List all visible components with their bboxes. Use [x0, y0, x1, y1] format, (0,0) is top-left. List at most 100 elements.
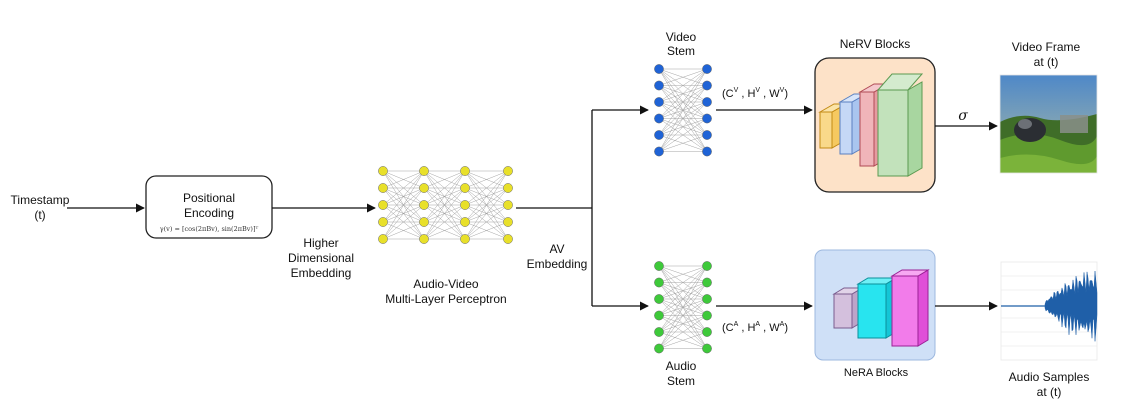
video-dims-label: (CV , HV , WV) [722, 87, 788, 100]
mlp-node [460, 217, 470, 227]
mlp-node [378, 200, 388, 210]
network-edge [658, 331, 708, 349]
network-edge [658, 265, 708, 316]
mlp-node [503, 200, 513, 210]
mlp-label: Audio-Video [413, 277, 478, 291]
higher-embedding-label-3: Embedding [291, 266, 352, 280]
sigma-label: σ [958, 108, 968, 124]
video-stem-node [654, 80, 664, 91]
mlp-node [460, 166, 470, 176]
mlp-node [419, 234, 429, 244]
network-edge [658, 118, 708, 152]
network-edge [658, 265, 708, 333]
positional-encoding-title: Positional [183, 191, 235, 205]
nera-blocks-label: NeRA Blocks [844, 367, 909, 379]
network-edge [423, 170, 466, 240]
mlp-label-2: Multi-Layer Perceptron [385, 292, 506, 306]
mlp-node [419, 217, 429, 227]
network-edge [423, 187, 466, 240]
timestamp-sub-label: (t) [34, 208, 45, 222]
mlp-node [503, 234, 513, 244]
audio-stem-node [702, 294, 712, 304]
video-frame-label-2: at (t) [1034, 55, 1059, 69]
audio-stem-node [702, 310, 712, 321]
audio-stem-node [654, 343, 664, 354]
network-edge [464, 170, 509, 223]
av-embedding-label-2: Embedding [527, 257, 588, 271]
audio-stem-label: Audio [666, 359, 697, 373]
mlp-node [460, 234, 470, 244]
audio-stem-node [654, 310, 664, 321]
network-edge [658, 101, 708, 152]
mlp-node [419, 166, 429, 176]
mlp-node [378, 183, 388, 193]
positional-encoding-title-2: Encoding [184, 206, 234, 220]
positional-encoding-formula: γ(v) = [cos(2πBv), sin(2πBv)]ᵀ [160, 225, 259, 233]
video-stem-label: Video [666, 30, 697, 44]
higher-embedding-label: Higher [303, 236, 338, 250]
mlp-node [378, 234, 388, 244]
audio-stem-node [654, 261, 664, 271]
network-edge [423, 170, 466, 206]
network-edge [464, 204, 509, 240]
video-stem-node [702, 64, 712, 74]
audio-stem-node [702, 277, 712, 288]
audio-stem-node [702, 261, 712, 271]
positional-encoding-box [145, 175, 273, 239]
network-edge [658, 265, 708, 283]
network-edge [423, 170, 466, 189]
video-stem-node [654, 113, 664, 124]
network-edge [423, 204, 466, 240]
network-edge [658, 68, 708, 103]
mlp-node [419, 183, 429, 193]
network-edge [658, 68, 708, 152]
audio-stem-node [654, 294, 664, 304]
audio-stem-label-2: Stem [667, 374, 695, 388]
audio-stem-node [654, 277, 664, 288]
audio-stem-node [702, 327, 712, 337]
audio-samples-label: Audio Samples [1009, 370, 1090, 384]
video-stem-label-2: Stem [667, 44, 695, 58]
network-edge [382, 204, 425, 240]
video-stem-node [654, 146, 664, 157]
network-edge [658, 85, 708, 152]
nera-block-3 [890, 269, 930, 347]
mlp-network [378, 166, 513, 244]
network-edge [382, 170, 425, 223]
video-stem-node [702, 113, 712, 124]
network-edge [464, 170, 509, 189]
video-stem-node [702, 146, 712, 157]
video-stem-node [702, 80, 712, 91]
video-stem-node [654, 97, 664, 107]
network-edge [464, 170, 509, 206]
mlp-node [460, 200, 470, 210]
network-edge [382, 221, 425, 240]
video-frame-image [999, 74, 1098, 174]
audio-waveform [1000, 261, 1098, 361]
video-stem-node [654, 130, 664, 140]
nerv-blocks-label: NeRV Blocks [840, 37, 910, 51]
network-edge [464, 187, 509, 240]
network-edge [658, 265, 708, 349]
mlp-node [419, 200, 429, 210]
higher-embedding-label-2: Dimensional [288, 251, 354, 265]
network-edge [658, 68, 708, 119]
network-edge [382, 187, 425, 240]
video-stem-node [702, 97, 712, 107]
network-edge [658, 68, 708, 86]
network-edge [382, 170, 425, 240]
mlp-node [503, 166, 513, 176]
network-edge [423, 221, 466, 240]
video-stem-node [702, 130, 712, 140]
video-frame-label: Video Frame [1012, 40, 1081, 54]
timestamp-label: Timestamp [11, 193, 70, 207]
audio-stem-node [702, 343, 712, 354]
network-edge [382, 170, 425, 206]
av-embedding-label: AV [549, 242, 564, 256]
network-edge [382, 170, 425, 189]
network-edge [658, 265, 708, 300]
audio-dims-label: (CA , HA , WA) [722, 321, 788, 334]
network-edge [423, 170, 466, 223]
network-edge [464, 221, 509, 240]
